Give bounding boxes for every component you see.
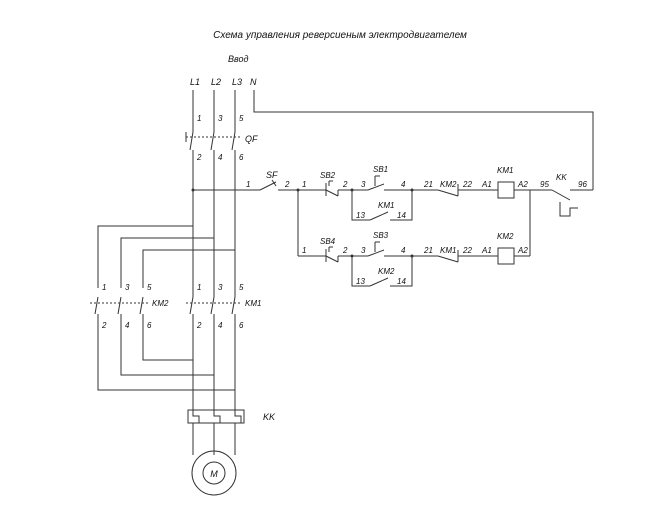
km1-coil-label: KM1 (497, 166, 513, 175)
ctrl-term-3a: 3 (361, 180, 366, 189)
km1-main-label: KM1 (245, 299, 261, 308)
km1-term-2: 2 (196, 321, 202, 330)
sb4-stop-button (316, 246, 339, 263)
kk-relay-label: KK (263, 412, 276, 422)
qf-term-2: 2 (196, 153, 202, 162)
ctrl-term-a2a: A2 (517, 180, 528, 189)
thermal-relay-kk (187, 409, 245, 424)
sb3-start-button (367, 241, 385, 257)
ctrl-term-4b: 4 (401, 246, 406, 255)
km1-term-6: 6 (239, 321, 244, 330)
ctrl-term-2c: 2 (342, 246, 348, 255)
ctrl-term-14b: 14 (397, 277, 406, 286)
ctrl-term-21a: 21 (423, 180, 433, 189)
ctrl-term-2b: 2 (342, 180, 348, 189)
kk-contact (551, 189, 578, 217)
ctrl-term-4a: 4 (401, 180, 406, 189)
qf-term-3: 3 (218, 114, 223, 123)
phase-n-label: N (250, 77, 257, 87)
sf-switch (259, 179, 277, 191)
ctrl-term-21b: 21 (423, 246, 433, 255)
km1-coil (497, 181, 515, 199)
km1-term-1: 1 (197, 283, 201, 292)
km2-term-3: 3 (125, 283, 130, 292)
km1-term-5: 5 (239, 283, 244, 292)
km2-main-label: KM2 (152, 299, 169, 308)
qf-term-4: 4 (218, 153, 223, 162)
input-label: Ввод (228, 54, 249, 64)
ctrl-term-3b: 3 (361, 246, 366, 255)
ctrl-term-13a: 13 (356, 211, 365, 220)
km2-coil-label: KM2 (497, 232, 514, 241)
km2-term-1: 1 (102, 283, 106, 292)
ctrl-term-96: 96 (578, 180, 587, 189)
motor-label: M (210, 469, 218, 479)
sb1-start-button (367, 175, 385, 191)
kk-contact-label: KK (556, 173, 567, 182)
sb1-label: SB1 (373, 165, 388, 174)
sb3-label: SB3 (373, 231, 389, 240)
motor (191, 423, 237, 496)
qf-term-5: 5 (239, 114, 244, 123)
km2-main-contacts (90, 296, 148, 315)
ctrl-term-1b: 1 (302, 180, 306, 189)
ctrl-term-1c: 1 (302, 246, 306, 255)
km2-hold-label: KM2 (378, 267, 395, 276)
ctrl-term-2a: 2 (284, 180, 290, 189)
sb2-stop-button (316, 180, 339, 197)
km2-term-5: 5 (147, 283, 152, 292)
phase-l2-label: L2 (211, 77, 221, 87)
sb4-label: SB4 (320, 237, 336, 246)
phase-l3-label: L3 (232, 77, 242, 87)
ctrl-term-a1b: A1 (481, 246, 492, 255)
ctrl-term-1a: 1 (246, 180, 250, 189)
km2-coil (497, 247, 515, 265)
qf-label: QF (245, 134, 258, 144)
ctrl-term-a1a: A1 (481, 180, 492, 189)
qf-term-1: 1 (197, 114, 201, 123)
km1-main-contacts (186, 296, 240, 315)
phase-l1-label: L1 (190, 77, 200, 87)
ctrl-term-14a: 14 (397, 211, 406, 220)
control-circuit (191, 175, 593, 287)
diagram-title: Схема управления реверсиеным электродвиг… (213, 30, 467, 41)
km2-term-6: 6 (147, 321, 152, 330)
km1-term-3: 3 (218, 283, 223, 292)
ctrl-term-a2b: A2 (517, 246, 528, 255)
ctrl-term-22a: 22 (462, 180, 472, 189)
ctrl-term-95: 95 (540, 180, 549, 189)
km2-term-4: 4 (125, 321, 130, 330)
km1-term-4: 4 (218, 321, 223, 330)
qf-breaker (185, 131, 240, 151)
km2-term-2: 2 (101, 321, 107, 330)
qf-term-6: 6 (239, 153, 244, 162)
km1-interlock-label: KM1 (440, 246, 456, 255)
km1-hold-label: KM1 (378, 201, 394, 210)
ctrl-term-13b: 13 (356, 277, 365, 286)
power-lines (90, 90, 594, 410)
ctrl-term-22b: 22 (462, 246, 472, 255)
sb2-label: SB2 (320, 171, 336, 180)
km2-interlock-label: KM2 (440, 180, 457, 189)
sf-label: SF (266, 170, 278, 180)
